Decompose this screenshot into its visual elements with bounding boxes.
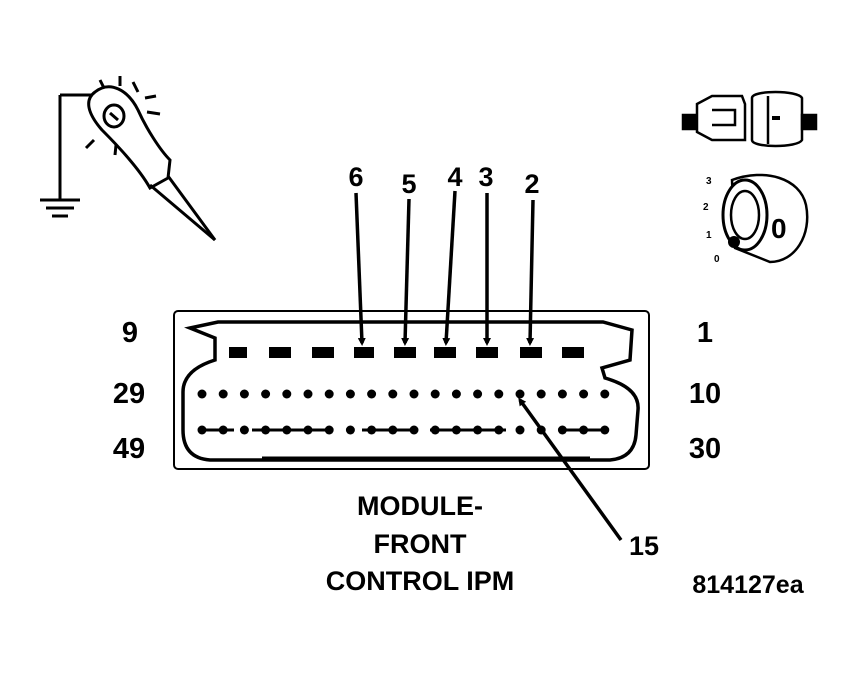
middle-row-pin xyxy=(451,389,461,399)
middle-row-pin xyxy=(515,389,525,399)
figure-reference-code: 814127ea xyxy=(692,571,804,599)
key-position-1: 1 xyxy=(706,230,712,241)
middle-row-pin xyxy=(239,389,249,399)
middle-row-pin xyxy=(473,389,483,399)
callout-pin-4: 4 xyxy=(447,162,462,192)
row-label-mid-left: 29 xyxy=(113,378,145,410)
middle-row-pin xyxy=(536,389,546,399)
middle-row-pin xyxy=(367,389,377,399)
disconnected-connector-icon xyxy=(681,90,818,148)
middle-row-pin xyxy=(430,389,440,399)
middle-row-pin xyxy=(197,389,207,399)
key-position-0: 0 xyxy=(714,254,720,265)
test-light-ground-icon xyxy=(40,76,217,242)
bottom-row-pin xyxy=(345,425,355,435)
bottom-row-pin xyxy=(600,425,610,435)
callout-pin-3: 3 xyxy=(478,162,493,192)
middle-row-pin xyxy=(324,389,334,399)
callout-pin-2: 2 xyxy=(524,169,539,199)
row-label-bottom-right: 30 xyxy=(689,433,721,465)
caption-line-3: CONTROL IPM xyxy=(326,566,515,596)
middle-row-pin xyxy=(261,389,271,399)
row-label-top-right: 1 xyxy=(697,317,713,349)
callout-pin-6: 6 xyxy=(348,162,363,192)
middle-row-pin xyxy=(409,389,419,399)
key-position-2: 2 xyxy=(703,202,709,213)
callout-pin-15: 15 xyxy=(629,531,659,561)
middle-row-pins xyxy=(197,389,610,399)
top-row-slots xyxy=(229,347,584,358)
middle-row-pin xyxy=(218,389,228,399)
connector-body xyxy=(173,310,650,470)
callout-arrows xyxy=(354,190,623,542)
middle-row-pin xyxy=(600,389,610,399)
middle-row-pin xyxy=(557,389,567,399)
bottom-row-pin xyxy=(409,425,419,435)
ignition-key-icon: 3 2 1 0 0 xyxy=(703,173,809,265)
caption-line-1: MODULE- xyxy=(357,491,483,521)
key-letter: 0 xyxy=(771,213,787,244)
row-label-bottom-left: 49 xyxy=(113,433,145,465)
middle-row-pin xyxy=(494,389,504,399)
bottom-row-pin xyxy=(239,425,249,435)
middle-row-pin xyxy=(282,389,292,399)
callout-pin-5: 5 xyxy=(401,169,416,199)
middle-row-pin xyxy=(579,389,589,399)
bottom-row-pin xyxy=(515,425,525,435)
middle-row-pin xyxy=(303,389,313,399)
caption-line-2: FRONT xyxy=(374,529,467,559)
middle-row-pin xyxy=(388,389,398,399)
key-position-3: 3 xyxy=(706,176,712,187)
row-label-top-left: 9 xyxy=(122,317,138,349)
row-label-mid-right: 10 xyxy=(689,378,721,410)
middle-row-pin xyxy=(345,389,355,399)
